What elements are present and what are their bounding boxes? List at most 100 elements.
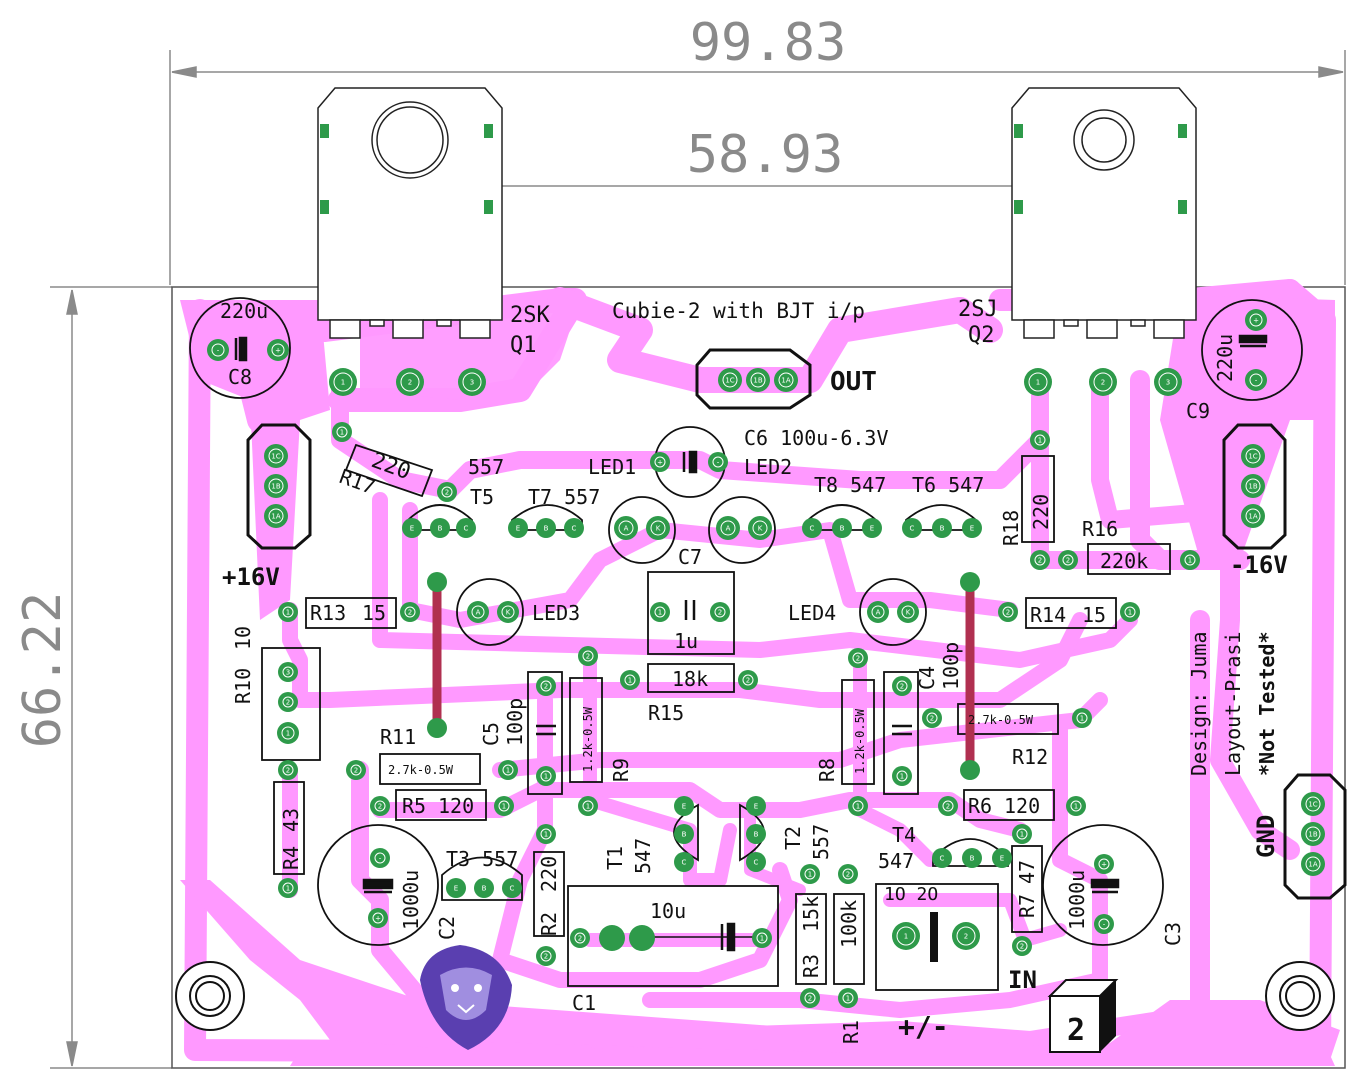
pad: [278, 602, 298, 622]
pad-ring: [752, 520, 768, 536]
pad-number: 1: [628, 677, 632, 685]
transistor-pad: [474, 878, 494, 898]
pad: [1012, 824, 1032, 844]
pad: [848, 796, 868, 816]
label-t7: T7 557: [528, 485, 600, 509]
connector-outlines: [246, 348, 1347, 900]
pad: [1301, 852, 1325, 876]
pad: [1072, 708, 1092, 728]
label-led2: LED2: [744, 455, 792, 479]
pad-number: 2: [408, 379, 412, 387]
dimension-height: 66.22: [13, 592, 73, 749]
label-r18: R18: [999, 510, 1023, 546]
board-title: Cubie-2 with BJT i/p: [612, 299, 865, 323]
pad: [370, 848, 390, 868]
label-r3v: 15k: [799, 896, 823, 932]
pad-ring: [1062, 554, 1074, 566]
pad: [332, 422, 352, 442]
pad-letter: E: [870, 525, 874, 533]
pad-number: 1: [1128, 609, 1132, 617]
pad: [1241, 444, 1265, 468]
pad-ring: [871, 605, 885, 619]
pad-ring: [896, 770, 908, 782]
pad-number: K: [758, 525, 763, 533]
transistor-pad: [862, 518, 882, 538]
label-r16: R16: [1082, 517, 1118, 541]
badge-label: 2: [1067, 1013, 1085, 1048]
pad: [427, 572, 447, 592]
dimension-width: 99.83: [690, 13, 847, 73]
label-r8: R8: [815, 758, 839, 782]
label-credit-1: Design: Juma: [1187, 632, 1211, 777]
q1-package: [317, 87, 503, 339]
label-t2: T2: [781, 826, 805, 850]
pad-ring: [1245, 478, 1261, 494]
pad-ring: [333, 372, 353, 392]
label-r6: R6: [968, 794, 992, 818]
pad-number: 1: [502, 803, 506, 811]
label-r8v: 1.2k-0.5W: [853, 708, 867, 774]
pad-number: 2: [544, 683, 548, 691]
pad-number: 2: [930, 715, 934, 723]
pad-ring: [714, 606, 726, 618]
label-c7: C7: [678, 545, 702, 569]
pad-ring: [896, 926, 916, 946]
label-r9v: 1.2k-0.5W: [581, 706, 595, 772]
pad: [838, 864, 858, 884]
pad-number: 2: [856, 655, 860, 663]
pad-letter: B: [544, 525, 549, 533]
label-t5: T5: [470, 485, 494, 509]
pad: [1120, 602, 1140, 622]
pad-number: +: [275, 347, 281, 355]
label-r4: R4: [279, 846, 303, 870]
pad-letter: B: [482, 885, 487, 893]
label-gnd: GND: [1252, 815, 1280, 858]
transistor-pad: [832, 518, 852, 538]
pad-letter: B: [754, 831, 759, 839]
pad: [800, 988, 820, 1008]
label-r13v: 15: [362, 601, 386, 625]
pad: [867, 601, 889, 623]
label-r2: R2: [537, 912, 561, 936]
pad: [1241, 504, 1265, 528]
pad-number: 1: [856, 803, 860, 811]
pad: [848, 648, 868, 668]
pad: [1066, 796, 1086, 816]
pad-number: 1: [808, 871, 812, 879]
pad-letter: C: [754, 859, 759, 867]
pad: [400, 602, 420, 622]
label-r6v: 120: [1004, 794, 1040, 818]
pad-ring: [624, 674, 636, 686]
pad-ring: [942, 800, 954, 812]
pad: [897, 601, 919, 623]
pad-ring: [372, 912, 384, 924]
pad-ring: [722, 372, 738, 388]
pad-number: 1B: [1308, 831, 1317, 839]
transistor-pad: [502, 878, 522, 898]
pad-ring: [582, 800, 594, 812]
label-c3: C3: [1161, 922, 1185, 946]
pad-number: 1A: [271, 513, 280, 521]
pad: [329, 368, 357, 396]
labels: Cubie-2 with BJT i/p 2SK Q1 2SJ Q2 OUT +…: [220, 297, 1288, 1044]
pad: [1245, 369, 1267, 391]
transistor-pad: [992, 848, 1012, 868]
pad: [1012, 936, 1032, 956]
pad: [1089, 368, 1117, 396]
label-t4v: 547: [878, 849, 914, 873]
label-q1-type: 2SK: [510, 303, 550, 328]
pad-letter: B: [682, 831, 687, 839]
label-c4v: 100p: [939, 642, 963, 690]
pad: [1030, 550, 1050, 570]
pad-ring: [282, 764, 294, 776]
pad-number: 2: [808, 995, 812, 1003]
pad: [748, 516, 772, 540]
pad-number: A: [876, 609, 881, 617]
label-q1: Q1: [510, 333, 537, 358]
pad-ring: [501, 605, 515, 619]
pad-ring: [842, 992, 854, 1004]
pad: [938, 796, 958, 816]
label-credit-2: Layout-Prasi: [1221, 632, 1245, 777]
label-r11v: 2.7k-0.5W: [388, 763, 454, 777]
label-r9: R9: [609, 758, 633, 782]
